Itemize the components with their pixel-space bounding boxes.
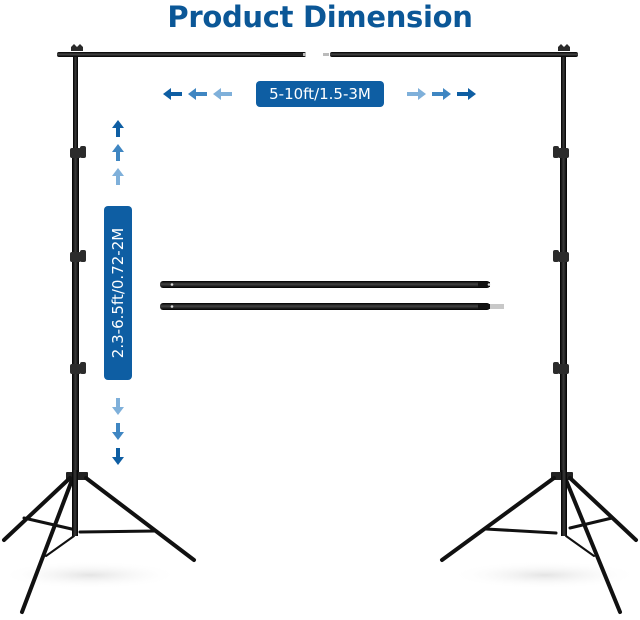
height-dimension-badge: 2.3-6.5ft/0.72-2M (104, 206, 132, 380)
crossbar-joint (323, 53, 329, 56)
arrow-down-icon (112, 398, 124, 465)
width-dimension-badge: 5-10ft/1.5-3M (256, 81, 384, 107)
arrow-right-icon (407, 88, 476, 100)
height-dimension-label: 2.3-6.5ft/0.72-2M (109, 227, 127, 359)
arrow-up-icon (112, 120, 124, 185)
spare-crossbar-1 (160, 281, 491, 288)
spare-crossbar-2 (160, 303, 504, 310)
product-dimension-title: Product Dimension (167, 0, 473, 34)
crossbar-left (57, 44, 306, 57)
arrow-left-icon (163, 88, 232, 100)
left-light-stand (2, 57, 196, 614)
crossbar-right (330, 44, 578, 57)
right-light-stand (440, 57, 638, 614)
